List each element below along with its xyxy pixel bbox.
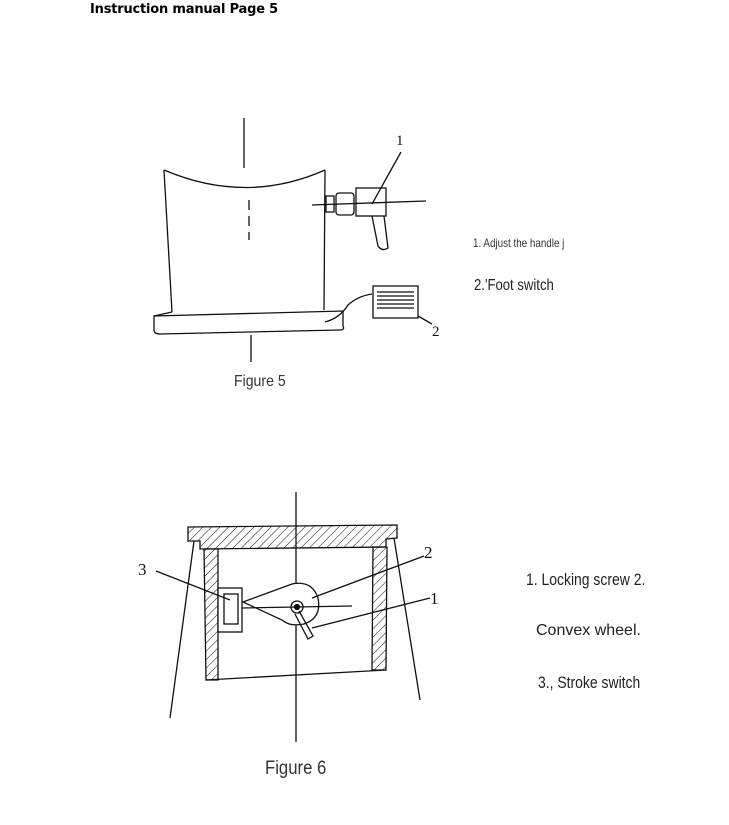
- body-right-edge: [323, 169, 326, 311]
- base-plate: [153, 310, 345, 335]
- housing-left-wall: [203, 548, 219, 681]
- figure-5-caption: Figure 5: [234, 373, 286, 390]
- fig5-callout-1: 1: [396, 133, 404, 149]
- figure-5-drawing: [153, 118, 433, 362]
- fig6-legend-item-3: 3., Stroke switch: [538, 673, 641, 692]
- fig5-legend-item-1: 1. Adjust the handle j: [473, 236, 565, 250]
- convex-wheel: [241, 582, 320, 626]
- fig6-legend-item-2: Convex wheel.: [536, 622, 641, 639]
- fig5-callout-2: 2: [432, 324, 440, 340]
- fig6-callout-3: 3: [138, 560, 147, 579]
- handle-axis: [311, 200, 427, 206]
- callout-leader-1b: [311, 597, 431, 629]
- fig6-legend-item-1: 1. Locking screw 2.: [526, 570, 646, 589]
- foot-switch-cable: [324, 293, 373, 323]
- fig6-callout-2: 2: [424, 543, 433, 562]
- housing-right-wall: [371, 546, 388, 671]
- body-top-curve: [163, 169, 326, 189]
- locking-screw: [294, 610, 314, 640]
- callout-leader-2: [417, 315, 433, 325]
- housing-top: [187, 524, 398, 550]
- handle-hub: [335, 192, 355, 216]
- figure-6-drawing: [155, 492, 431, 742]
- body-left-edge: [163, 169, 173, 313]
- handle-block: [355, 187, 387, 217]
- page-header: Instruction manual Page 5: [90, 2, 279, 17]
- callout-leader-2b: [311, 555, 425, 599]
- handle-lever: [371, 215, 389, 251]
- skirt-left: [169, 540, 195, 719]
- wheel-axis: [241, 605, 353, 609]
- callout-leader-3: [155, 570, 231, 601]
- foot-switch-body: [372, 285, 419, 319]
- fig5-legend-item-2: 2.'Foot switch: [474, 277, 554, 294]
- handle-collar: [325, 195, 335, 213]
- callout-leader-1: [371, 151, 402, 205]
- figure-6-caption: Figure 6: [265, 758, 327, 779]
- fig6-callout-1: 1: [430, 589, 439, 608]
